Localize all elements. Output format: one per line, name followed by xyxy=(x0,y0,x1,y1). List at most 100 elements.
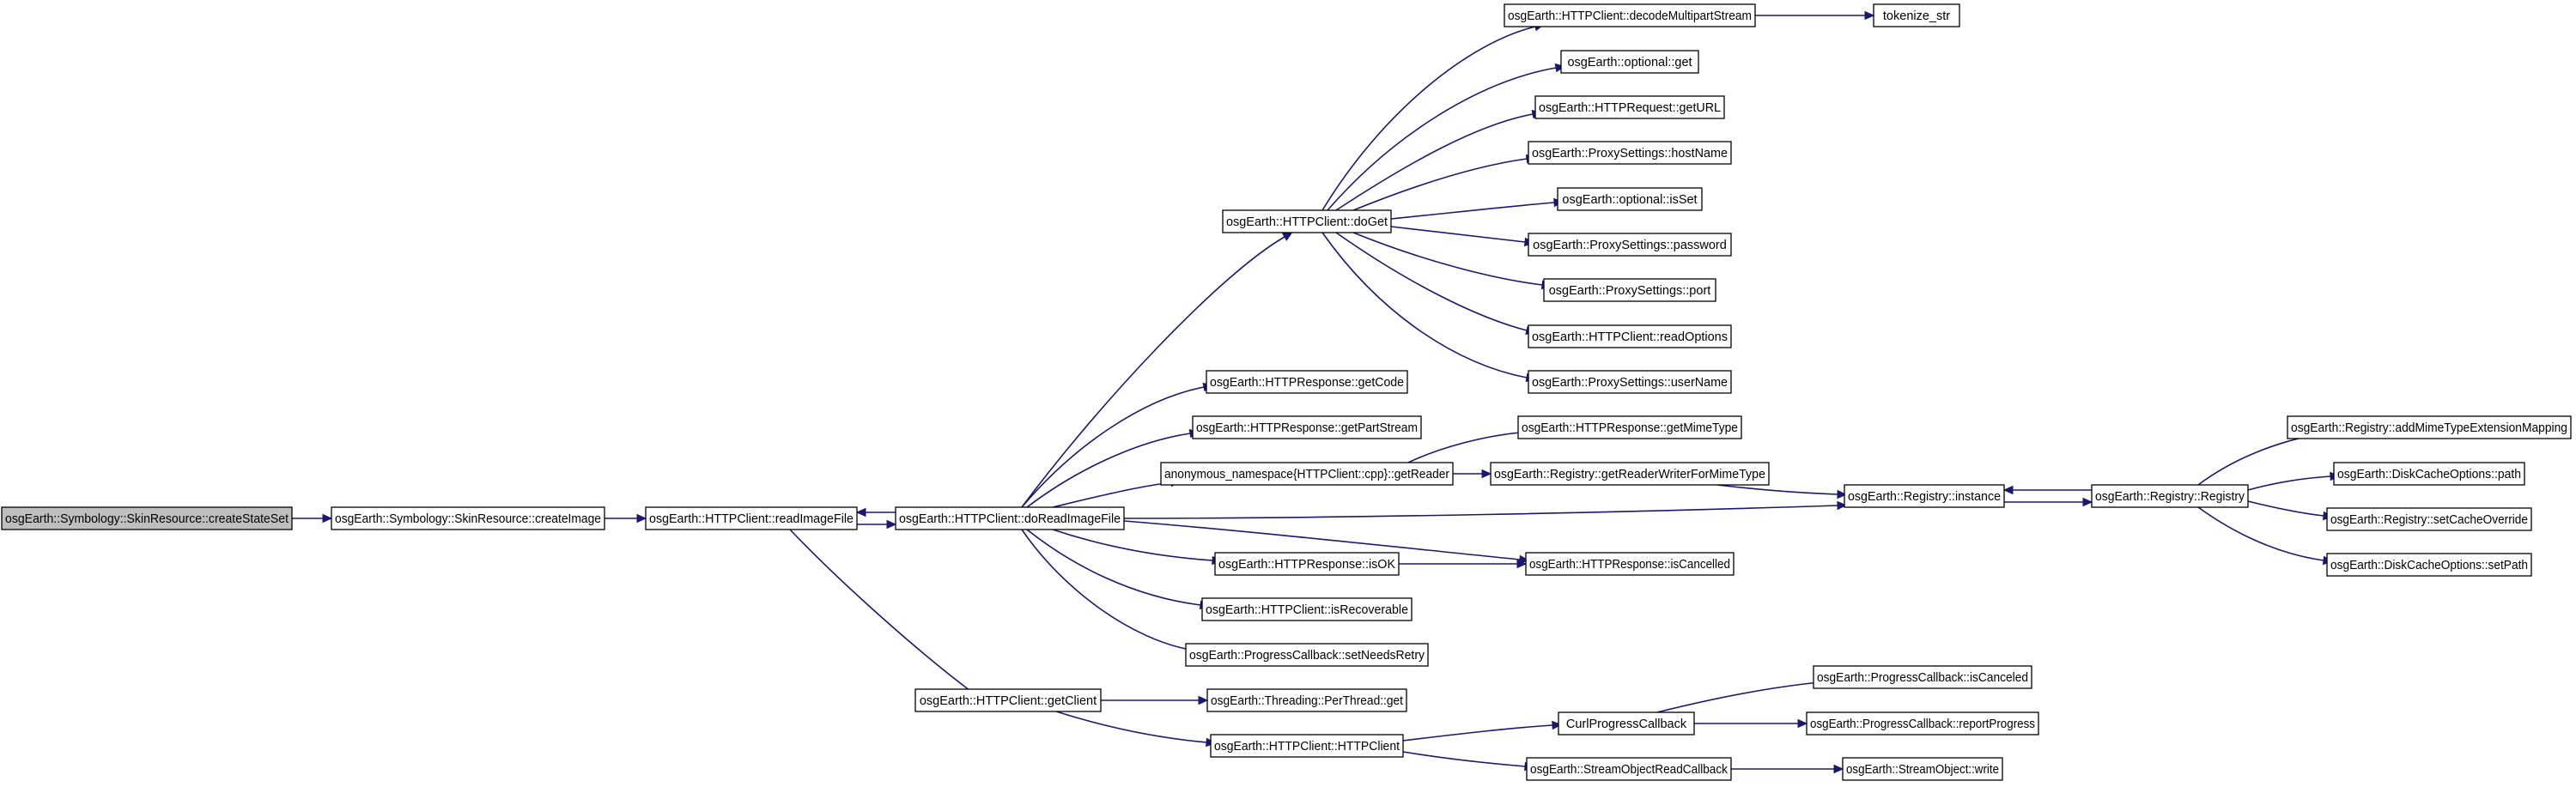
edge-line xyxy=(1026,433,1191,508)
node-box xyxy=(1201,597,1413,621)
node-label: osgEarth::HTTPClient::readImageFile xyxy=(649,512,854,526)
node-decodeMultipartStream[interactable]: osgEarth::HTTPClient::decodeMultipartStr… xyxy=(1504,3,1756,27)
node-box xyxy=(1844,484,2005,508)
node-getMimeType[interactable]: osgEarth::HTTPResponse::getMimeType xyxy=(1517,415,1742,439)
node-doGet[interactable]: osgEarth::HTTPClient::doGet xyxy=(1222,209,1392,233)
node-HTTPClientCtor[interactable]: osgEarth::HTTPClient::HTTPClient xyxy=(1210,734,1404,758)
node-setPath[interactable]: osgEarth::DiskCacheOptions::setPath xyxy=(2326,553,2532,577)
node-getClient[interactable]: osgEarth::HTTPClient::getClient xyxy=(914,688,1102,712)
node-box xyxy=(1806,711,2039,736)
node-optionalGet[interactable]: osgEarth::optional::get xyxy=(1560,50,1699,74)
node-label: osgEarth::HTTPClient::readOptions xyxy=(1532,330,1728,344)
node-write[interactable]: osgEarth::StreamObject::write xyxy=(1842,757,2003,781)
node-readOptions[interactable]: osgEarth::HTTPClient::readOptions xyxy=(1528,324,1732,348)
node-getPartStream[interactable]: osgEarth::HTTPResponse::getPartStream xyxy=(1192,415,1422,439)
node-isCancelled[interactable]: osgEarth::HTTPResponse::isCancelled xyxy=(1525,552,1735,576)
node-box xyxy=(645,506,858,530)
node-label: osgEarth::HTTPResponse::isOK xyxy=(1218,558,1395,572)
node-box xyxy=(1206,370,1408,394)
node-createImage[interactable]: osgEarth::Symbology::SkinResource::creat… xyxy=(331,506,605,530)
edge-line xyxy=(1026,529,1201,606)
edge-line xyxy=(1335,113,1534,211)
node-dcoPath[interactable]: osgEarth::DiskCacheOptions::path xyxy=(2333,462,2525,486)
node-box xyxy=(1525,552,1735,576)
node-label: osgEarth::Threading::PerThread::get xyxy=(1211,694,1403,708)
node-setCacheOverride[interactable]: osgEarth::Registry::setCacheOverride xyxy=(2326,507,2532,531)
node-box xyxy=(1528,324,1732,348)
edge-line xyxy=(1656,681,1830,713)
node-label: osgEarth::HTTPClient::isRecoverable xyxy=(1206,603,1408,617)
node-addMimeTypeExtensionMapping[interactable]: osgEarth::Registry::addMimeTypeExtension… xyxy=(2287,415,2572,439)
node-tokenize_str[interactable]: tokenize_str xyxy=(1873,3,1960,27)
edge-arrowhead xyxy=(1864,10,1875,21)
node-doReadImageFile[interactable]: osgEarth::HTTPClient::doReadImageFile xyxy=(895,506,1125,530)
node-label: osgEarth::HTTPResponse::getPartStream xyxy=(1196,421,1418,435)
node-isSet[interactable]: osgEarth::optional::isSet xyxy=(1557,187,1703,211)
node-isRecoverable[interactable]: osgEarth::HTTPClient::isRecoverable xyxy=(1201,597,1413,621)
edge-arrowhead xyxy=(886,519,897,530)
node-label: osgEarth::ProxySettings::password xyxy=(1533,239,1727,252)
edge-RegistryCtor-to-setPath xyxy=(2197,506,2334,566)
node-StreamObjectReadCallback[interactable]: osgEarth::StreamObjectReadCallback xyxy=(1526,757,1732,781)
edge-doReadImageFile-to-isCancelled xyxy=(1123,520,1530,565)
edge-doReadImageFile-to-isOK xyxy=(1052,529,1223,566)
node-box xyxy=(2333,462,2525,486)
node-createStateSet[interactable]: osgEarth::Symbology::SkinResource::creat… xyxy=(1,506,293,530)
node-reportProgress[interactable]: osgEarth::ProgressCallback::reportProgre… xyxy=(1806,711,2039,736)
node-instance[interactable]: osgEarth::Registry::instance xyxy=(1844,484,2005,508)
node-label: osgEarth::Registry::instance xyxy=(1848,490,2001,504)
node-isOK[interactable]: osgEarth::HTTPResponse::isOK xyxy=(1214,552,1400,576)
edge-doGet-to-readOptions xyxy=(1335,232,1536,336)
node-label: osgEarth::HTTPClient::HTTPClient xyxy=(1214,740,1400,754)
node-port[interactable]: osgEarth::ProxySettings::port xyxy=(1543,278,1716,302)
node-password[interactable]: osgEarth::ProxySettings::password xyxy=(1528,233,1732,257)
node-box xyxy=(1543,278,1716,302)
node-box xyxy=(1534,95,1725,119)
edge-RegistryCtor-to-setCacheOverride xyxy=(2247,500,2334,521)
edge-arrowhead xyxy=(1519,554,1530,565)
node-box xyxy=(1528,141,1732,165)
nodes-layer: osgEarth::Symbology::SkinResource::creat… xyxy=(1,3,2572,781)
node-RegistryCtor[interactable]: osgEarth::Registry::Registry xyxy=(2091,484,2249,508)
edge-doReadImageFile-to-setNeedsRetry xyxy=(1021,529,1200,655)
node-hostName[interactable]: osgEarth::ProxySettings::hostName xyxy=(1528,141,1732,165)
node-getReader[interactable]: anonymous_namespace{HTTPClient::cpp}::ge… xyxy=(1160,462,1454,486)
node-isCanceled[interactable]: osgEarth::ProgressCallback::isCanceled xyxy=(1813,665,2032,689)
node-perThreadGet[interactable]: osgEarth::Threading::PerThread::get xyxy=(1206,688,1407,712)
node-box xyxy=(1528,233,1732,257)
node-label: osgEarth::Symbology::SkinResource::creat… xyxy=(5,512,289,526)
edge-arrowhead xyxy=(1552,720,1563,730)
edge-line xyxy=(1402,751,1526,767)
node-label: osgEarth::Registry::getReaderWriterForMi… xyxy=(1494,468,1765,481)
edge-CurlProgressCallback-to-isCanceled xyxy=(1656,676,1839,713)
node-label: osgEarth::optional::isSet xyxy=(1562,193,1697,207)
edge-RegistryCtor-to-dcoPath xyxy=(2247,471,2341,491)
edge-readImageFile-to-getClient xyxy=(789,529,981,699)
node-getCode[interactable]: osgEarth::HTTPResponse::getCode xyxy=(1206,370,1408,394)
node-readImageFile[interactable]: osgEarth::HTTPClient::readImageFile xyxy=(645,506,858,530)
edge-arrowhead xyxy=(636,513,647,524)
node-box xyxy=(1185,643,1429,667)
node-box xyxy=(1558,711,1695,736)
node-label: osgEarth::ProxySettings::hostName xyxy=(1532,147,1728,160)
node-box xyxy=(2326,553,2532,577)
edge-createStateSet-to-createImage xyxy=(292,513,333,524)
edge-arrowhead xyxy=(2002,485,2014,495)
edge-line xyxy=(1021,236,1285,508)
node-box xyxy=(1560,50,1699,74)
node-label: osgEarth::HTTPResponse::isCancelled xyxy=(1529,558,1730,572)
node-label: osgEarth::HTTPClient::decodeMultipartStr… xyxy=(1508,9,1752,23)
node-box xyxy=(1,506,293,530)
node-userName[interactable]: osgEarth::ProxySettings::userName xyxy=(1528,370,1732,394)
edge-readImageFile-to-doReadImageFile xyxy=(857,519,897,530)
node-setNeedsRetry[interactable]: osgEarth::ProgressCallback::setNeedsRetr… xyxy=(1185,643,1429,667)
edge-HTTPClientCtor-to-StreamObjectReadCallback xyxy=(1402,751,1535,772)
node-getURL[interactable]: osgEarth::HTTPRequest::getURL xyxy=(1534,95,1725,119)
edge-line xyxy=(789,529,975,694)
node-box xyxy=(331,506,605,530)
node-getReaderWriterForMimeType[interactable]: osgEarth::Registry::getReaderWriterForMi… xyxy=(1490,462,1770,486)
edge-StreamObjectReadCallback-to-write xyxy=(1731,764,1844,774)
node-CurlProgressCallback[interactable]: CurlProgressCallback xyxy=(1558,711,1695,736)
edge-doGet-to-isSet xyxy=(1390,197,1564,220)
edge-line xyxy=(1390,226,1526,243)
